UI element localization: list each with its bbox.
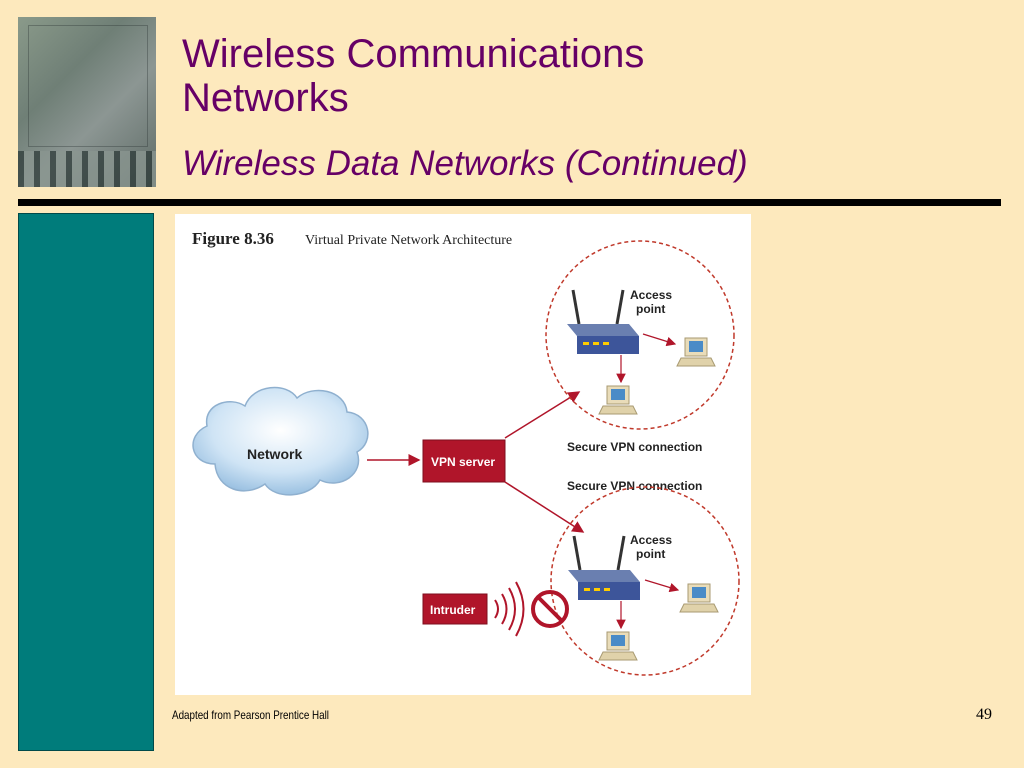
vpn-to-bottom-arrow bbox=[504, 481, 585, 533]
side-panel bbox=[18, 213, 154, 751]
sketch-overlay bbox=[28, 25, 148, 147]
secure-connection-bottom-label: Secure VPN connection bbox=[567, 479, 702, 493]
corner-decorative-image bbox=[18, 17, 156, 187]
slide-title: Wireless Communications Networks bbox=[182, 32, 982, 120]
architectural-detail bbox=[18, 151, 156, 187]
bottom-ap-to-pc1-arrow bbox=[644, 579, 680, 593]
network-label: Network bbox=[247, 446, 302, 462]
network-cloud: Network bbox=[192, 386, 369, 496]
intruder: Intruder bbox=[422, 593, 488, 625]
top-computer-1-icon bbox=[676, 337, 716, 367]
vpn-diagram: Figure 8.36 Virtual Private Network Arch… bbox=[192, 229, 740, 676]
blocked-icon bbox=[531, 590, 569, 628]
bottom-access-point-label-1: Access bbox=[630, 533, 672, 547]
top-ap-to-pc1-arrow bbox=[642, 333, 677, 347]
bottom-computer-2-icon bbox=[598, 631, 638, 661]
intruder-label: Intruder bbox=[430, 603, 476, 617]
signal-waves-icon bbox=[494, 581, 525, 637]
bottom-computer-1-icon bbox=[679, 583, 719, 613]
title-line-2: Networks bbox=[182, 76, 349, 120]
top-wireless-area bbox=[545, 240, 735, 430]
top-access-point-label-1: Access bbox=[630, 288, 672, 302]
figure-caption: Virtual Private Network Architecture bbox=[305, 233, 512, 248]
footer-attribution: Adapted from Pearson Prentice Hall bbox=[172, 708, 329, 722]
figure-number: Figure 8.36 bbox=[192, 229, 274, 248]
vpn-server-label: VPN server bbox=[431, 455, 495, 469]
bottom-wireless-area bbox=[550, 486, 740, 676]
title-divider bbox=[18, 199, 1001, 206]
top-access-point-label-2: point bbox=[636, 302, 665, 316]
page-number: 49 bbox=[976, 706, 992, 723]
vpn-to-top-arrow bbox=[504, 391, 581, 439]
bottom-access-point-label-2: point bbox=[636, 547, 665, 561]
vpn-figure: Figure 8.36 Virtual Private Network Arch… bbox=[175, 214, 751, 695]
title-line-1: Wireless Communications bbox=[182, 32, 645, 76]
top-access-point-icon bbox=[565, 288, 641, 356]
secure-connection-top-label: Secure VPN connection bbox=[567, 440, 702, 454]
vpn-server: VPN server bbox=[422, 439, 506, 483]
top-computer-2-icon bbox=[598, 385, 638, 415]
slide-subtitle: Wireless Data Networks (Continued) bbox=[182, 144, 748, 183]
